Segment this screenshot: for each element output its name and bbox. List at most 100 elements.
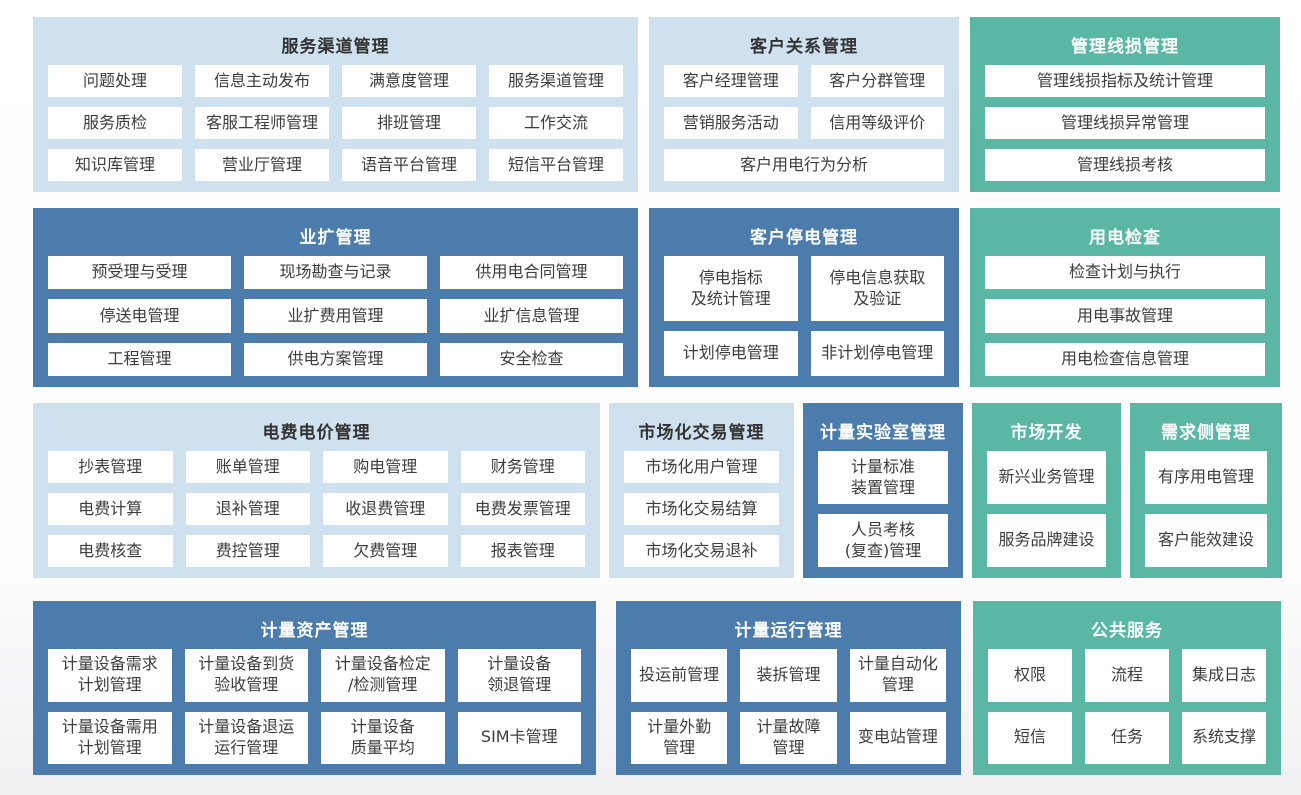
block-title-line-loss-mgmt: 管理线损管理 [1071,36,1179,57]
module-cell[interactable]: 知识库管理 [48,149,182,181]
module-cell[interactable]: 计量设备 质量平均 [321,711,445,764]
module-cell[interactable]: 供用电合同管理 [440,256,623,290]
module-cell[interactable]: 客服工程师管理 [195,107,329,139]
module-cell[interactable]: 投运前管理 [631,649,728,702]
module-cell[interactable]: 营销服务活动 [664,107,798,139]
block-cells: 有序用电管理客户能效建设 [1145,451,1267,567]
module-cell[interactable]: 安全检查 [440,342,623,376]
module-cell[interactable]: 计量设备退运 运行管理 [184,711,308,764]
module-cell[interactable]: 服务质检 [48,107,182,139]
module-cell[interactable]: 计量外勤 管理 [631,711,728,764]
module-cell[interactable]: 满意度管理 [342,65,476,97]
block-public-services: 公共服务权限流程集成日志短信任务系统支撑 [973,601,1281,775]
module-cell[interactable]: 管理线损异常管理 [985,107,1265,139]
module-cell[interactable]: 财务管理 [460,451,585,483]
module-cell[interactable]: 客户分群管理 [810,65,944,97]
module-cell[interactable]: 电费核查 [48,535,173,567]
module-cell[interactable]: 营业厅管理 [195,149,329,181]
module-cell[interactable]: 用电事故管理 [985,299,1265,333]
block-title-business-expansion-mgmt: 业扩管理 [299,227,372,248]
module-cell[interactable]: 短信平台管理 [489,149,623,181]
module-cell[interactable]: 供电方案管理 [244,342,427,376]
block-cells: 客户经理管理客户分群管理营销服务活动信用等级评价客户用电行为分析 [664,65,944,181]
module-cell[interactable]: 管理线损考核 [985,149,1265,181]
module-cell[interactable]: 市场化交易退补 [624,535,779,567]
diagram-row-3: 电费电价管理抄表管理账单管理购电管理财务管理电费计算退补管理收退费管理电费发票管… [33,403,1282,578]
module-cell[interactable]: 非计划停电管理 [810,331,944,376]
module-cell[interactable]: 计划停电管理 [664,331,798,376]
module-cell[interactable]: 欠费管理 [323,535,448,567]
module-cell[interactable]: 抄表管理 [48,451,173,483]
module-cell[interactable]: 现场勘查与记录 [244,256,427,290]
module-cell[interactable]: 账单管理 [185,451,310,483]
module-cell[interactable]: 市场化交易结算 [624,493,779,525]
module-cell[interactable]: 排班管理 [342,107,476,139]
block-cells: 市场化用户管理市场化交易结算市场化交易退补 [624,451,779,567]
module-cell[interactable]: 计量故障 管理 [740,711,837,764]
module-cell[interactable]: 电费计算 [48,493,173,525]
module-cell[interactable]: 电费发票管理 [460,493,585,525]
module-cell[interactable]: 计量标准 装置管理 [818,451,948,504]
block-cells: 投运前管理装拆管理计量自动化 管理计量外勤 管理计量故障 管理变电站管理 [631,649,946,764]
module-cell[interactable]: 计量自动化 管理 [849,649,946,702]
module-cell[interactable]: 收退费管理 [323,493,448,525]
module-cell[interactable]: 停电指标 及统计管理 [664,256,798,322]
block-customer-outage-mgmt: 客户停电管理停电指标 及统计管理停电信息获取 及验证计划停电管理非计划停电管理 [649,208,959,387]
block-metering-operation-mgmt: 计量运行管理投运前管理装拆管理计量自动化 管理计量外勤 管理计量故障 管理变电站… [616,601,961,775]
block-cells: 抄表管理账单管理购电管理财务管理电费计算退补管理收退费管理电费发票管理电费核查费… [48,451,585,567]
block-title-customer-outage-mgmt: 客户停电管理 [750,227,858,248]
module-cell[interactable]: 装拆管理 [740,649,837,702]
module-cell[interactable]: 工程管理 [48,342,231,376]
module-cell[interactable]: 系统支撑 [1182,711,1266,764]
module-cell[interactable]: 停送电管理 [48,299,231,333]
module-cell[interactable]: 计量设备需用 计划管理 [48,711,172,764]
block-title-metering-operation-mgmt: 计量运行管理 [734,620,843,641]
block-cells: 预受理与受理现场勘查与记录供用电合同管理停送电管理业扩费用管理业扩信息管理工程管… [48,256,623,376]
module-cell[interactable]: 检查计划与执行 [985,256,1265,290]
module-cell[interactable]: 客户能效建设 [1145,514,1267,567]
module-cell[interactable]: 有序用电管理 [1145,451,1267,504]
module-cell[interactable]: 新兴业务管理 [987,451,1106,504]
module-cell[interactable]: 用电检查信息管理 [985,342,1265,376]
module-cell[interactable]: 服务品牌建设 [987,514,1106,567]
module-cell[interactable]: 服务渠道管理 [489,65,623,97]
module-cell[interactable]: 报表管理 [460,535,585,567]
module-cell[interactable]: 业扩信息管理 [440,299,623,333]
module-cell[interactable]: 购电管理 [323,451,448,483]
block-metering-lab-mgmt: 计量实验室管理计量标准 装置管理人员考核 (复查)管理 [803,403,963,578]
module-cell[interactable]: 任务 [1085,711,1169,764]
module-cell[interactable]: 计量设备需求 计划管理 [48,649,172,702]
module-cell[interactable]: 流程 [1085,649,1169,702]
module-cell[interactable]: SIM卡管理 [457,711,581,764]
module-cell[interactable]: 市场化用户管理 [624,451,779,483]
module-cell[interactable]: 业扩费用管理 [244,299,427,333]
block-cells: 检查计划与执行用电事故管理用电检查信息管理 [985,256,1265,376]
module-cell[interactable]: 人员考核 (复查)管理 [818,514,948,567]
module-cell[interactable]: 客户用电行为分析 [664,149,944,181]
diagram-row-4: 计量资产管理计量设备需求 计划管理计量设备到货 验收管理计量设备检定 /检测管理… [33,601,1281,775]
module-cell[interactable]: 管理线损指标及统计管理 [985,65,1265,97]
module-cell[interactable]: 问题处理 [48,65,182,97]
module-cell[interactable]: 预受理与受理 [48,256,231,290]
block-metering-asset-mgmt: 计量资产管理计量设备需求 计划管理计量设备到货 验收管理计量设备检定 /检测管理… [33,601,596,775]
module-cell[interactable]: 费控管理 [185,535,310,567]
module-cell[interactable]: 语音平台管理 [342,149,476,181]
module-cell[interactable]: 客户经理管理 [664,65,798,97]
module-cell[interactable]: 计量设备到货 验收管理 [184,649,308,702]
module-cell[interactable]: 信息主动发布 [195,65,329,97]
module-cell[interactable]: 信用等级评价 [810,107,944,139]
block-title-customer-relationship-mgmt: 客户关系管理 [750,36,858,57]
module-cell[interactable]: 权限 [988,649,1072,702]
block-market-development: 市场开发新兴业务管理服务品牌建设 [972,403,1121,578]
module-cell[interactable]: 变电站管理 [849,711,946,764]
block-customer-relationship-mgmt: 客户关系管理客户经理管理客户分群管理营销服务活动信用等级评价客户用电行为分析 [649,17,959,192]
module-cell[interactable]: 退补管理 [185,493,310,525]
module-cell[interactable]: 停电信息获取 及验证 [810,256,944,322]
module-cell[interactable]: 计量设备 领退管理 [457,649,581,702]
module-cell[interactable]: 计量设备检定 /检测管理 [321,649,445,702]
module-cell[interactable]: 短信 [988,711,1072,764]
block-cells: 权限流程集成日志短信任务系统支撑 [988,649,1266,764]
module-cell[interactable]: 工作交流 [489,107,623,139]
module-cell[interactable]: 集成日志 [1182,649,1266,702]
